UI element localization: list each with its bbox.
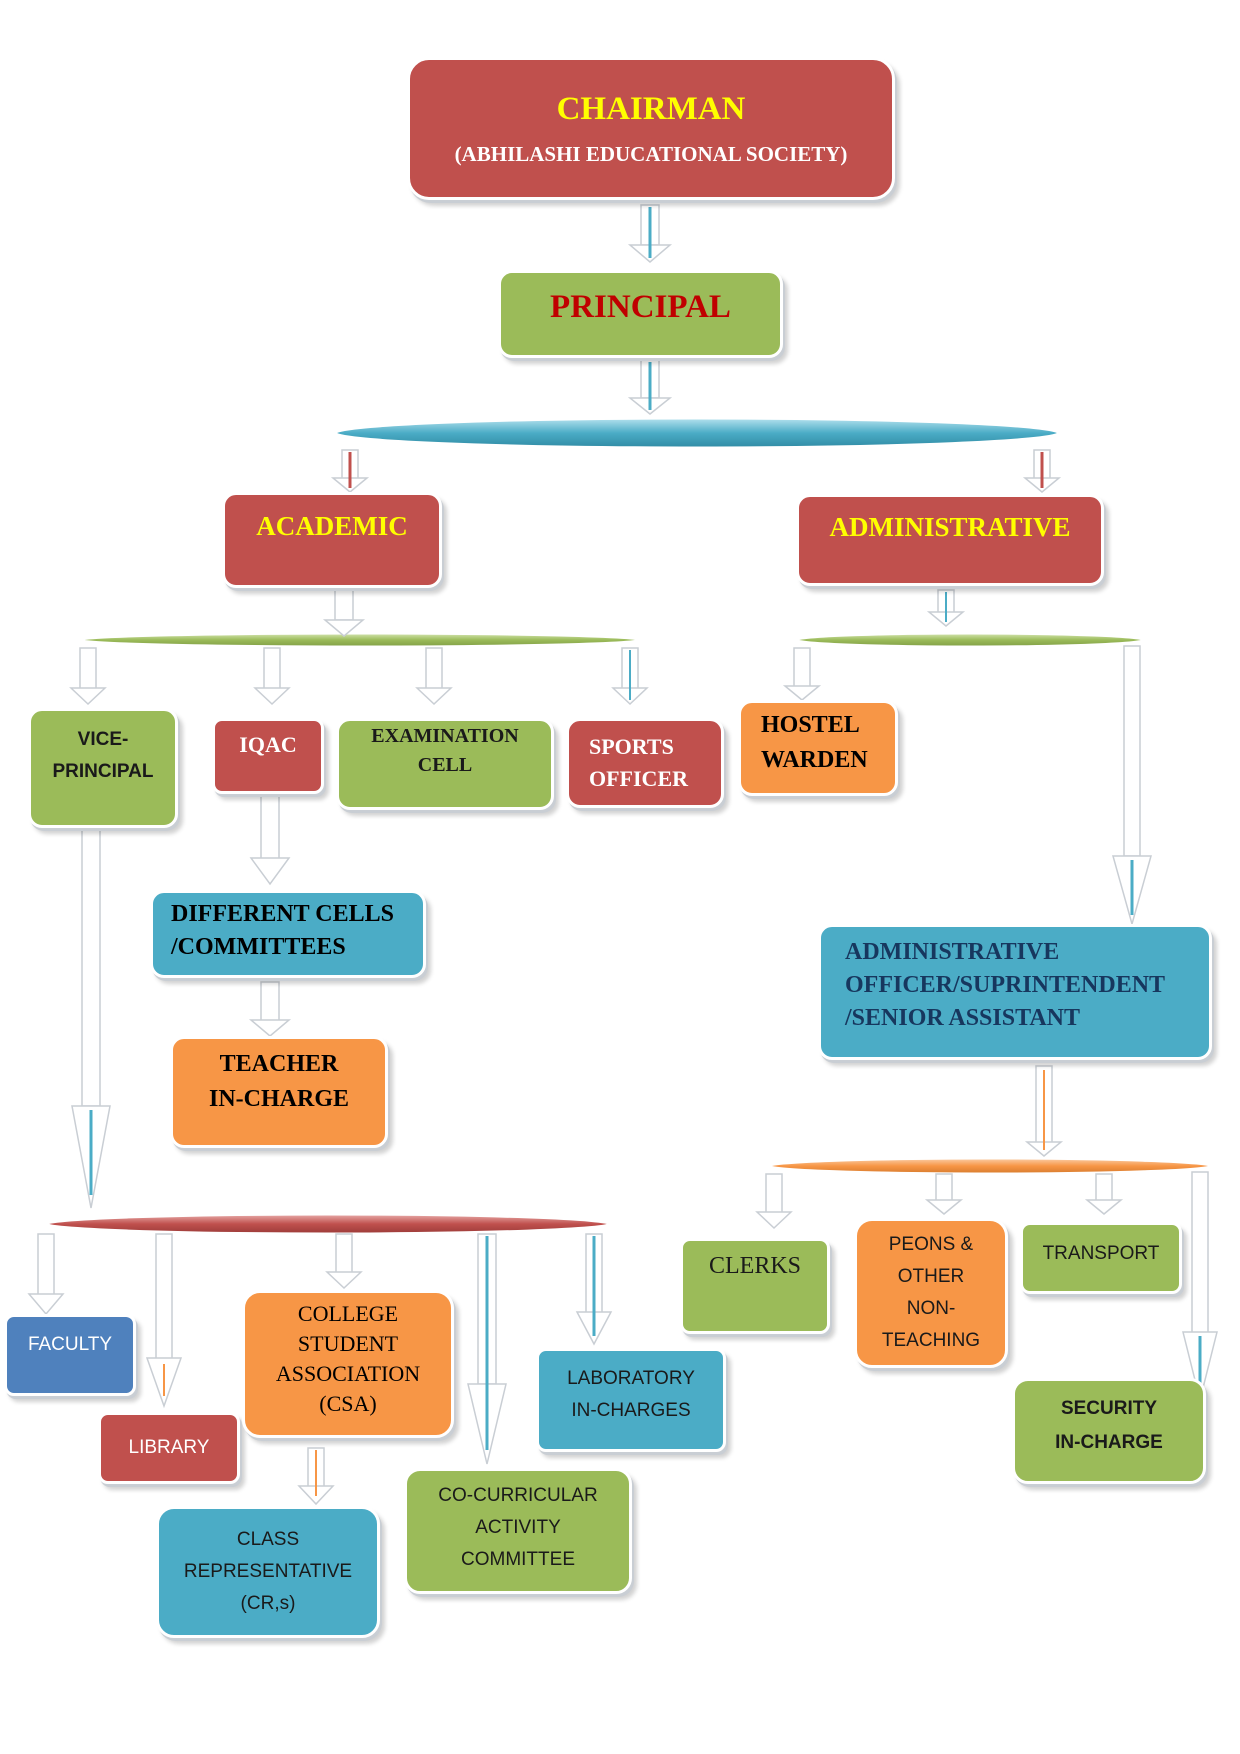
class-rep-line1: CLASS xyxy=(236,1529,300,1550)
academic-split-bar xyxy=(76,631,644,649)
principal-box: PRINCIPAL xyxy=(498,270,783,358)
teacher-incharge-box: TEACHER IN-CHARGE xyxy=(170,1036,388,1148)
class-rep-line2: REPRESENTATIVE xyxy=(183,1561,353,1582)
arrow-to-security xyxy=(1182,1171,1218,1401)
chairman-title: CHAIRMAN xyxy=(556,90,746,127)
peons-line4: TEACHING xyxy=(881,1330,981,1351)
arrow-to-clerks xyxy=(755,1173,793,1230)
class-rep-box: CLASS REPRESENTATIVE (CR,s) xyxy=(156,1506,380,1638)
csa-box: COLLEGE STUDENT ASSOCIATION (CSA) xyxy=(242,1290,454,1438)
iqac-title: IQAC xyxy=(239,732,297,757)
sports-officer-line2: OFFICER xyxy=(589,766,688,791)
co-curricular-line2: ACTIVITY xyxy=(475,1517,561,1538)
lab-incharges-line2: IN-CHARGES xyxy=(571,1400,691,1421)
arrow-cells-teacher xyxy=(248,981,292,1037)
vice-principal-split-bar xyxy=(44,1212,612,1236)
faculty-title: FACULTY xyxy=(27,1334,113,1355)
arrow-bar-academic xyxy=(330,449,370,493)
arrow-administrative-bar xyxy=(926,589,966,627)
security-line1: SECURITY xyxy=(1060,1398,1158,1419)
arrow-chairman-principal xyxy=(627,204,673,263)
lab-incharges-box: LABORATORY IN-CHARGES xyxy=(536,1348,726,1452)
sports-officer-box: SPORTS OFFICER xyxy=(566,718,724,808)
examination-cell-box: EXAMINATION CELL xyxy=(336,718,554,810)
vice-principal-box: VICE- PRINCIPAL xyxy=(28,708,178,828)
arrows xyxy=(27,204,1218,1506)
vice-principal-line2: PRINCIPAL xyxy=(52,761,154,782)
arrow-to-csa xyxy=(325,1233,363,1290)
academic-title: ACADEMIC xyxy=(256,510,408,541)
hostel-warden-line2: WARDEN xyxy=(761,747,868,773)
administrative-box: ADMINISTRATIVE xyxy=(796,494,1104,586)
csa-line3: ASSOCIATION xyxy=(275,1361,421,1386)
teacher-incharge-line2: IN-CHARGE xyxy=(208,1086,349,1112)
arrow-to-lab-incharges xyxy=(575,1233,613,1346)
arrow-csa-class-rep xyxy=(297,1447,335,1506)
co-curricular-line1: CO-CURRICULAR xyxy=(438,1485,598,1506)
co-curricular-line3: COMMITTEE xyxy=(461,1549,575,1570)
administrative-title: ADMINISTRATIVE xyxy=(829,511,1071,542)
peons-line2: OTHER xyxy=(897,1266,965,1287)
arrow-to-iqac xyxy=(253,647,291,706)
peons-line1: PEONS & xyxy=(888,1234,974,1255)
arrow-to-peons xyxy=(924,1173,964,1215)
hostel-warden-line1: HOSTEL xyxy=(761,712,860,738)
arrow-principal-bar xyxy=(627,359,673,415)
teacher-incharge-line1: TEACHER xyxy=(219,1051,339,1077)
security-box: SECURITY IN-CHARGE xyxy=(1012,1378,1206,1484)
clerks-title: CLERKS xyxy=(708,1252,801,1279)
admin-split-bar xyxy=(793,631,1147,649)
lab-incharges-line1: LABORATORY xyxy=(567,1368,695,1389)
academic-box: ACADEMIC xyxy=(222,492,442,588)
admin-officer-box: ADMINISTRATIVE OFFICER/SUPRINTENDENT /SE… xyxy=(818,924,1212,1060)
iqac-box: IQAC xyxy=(212,718,324,794)
vice-principal-line1: VICE- xyxy=(77,729,129,750)
different-cells-box: DIFFERENT CELLS /COMMITTEES xyxy=(150,890,426,978)
admin-officer-split-bar xyxy=(766,1156,1214,1176)
different-cells-line2: /COMMITTEES xyxy=(171,934,346,960)
arrow-iqac-different-cells xyxy=(249,795,291,886)
peons-box: PEONS & OTHER NON- TEACHING xyxy=(854,1218,1008,1368)
library-title: LIBRARY xyxy=(128,1437,210,1458)
examination-cell-line1: EXAMINATION xyxy=(371,725,519,747)
transport-box: TRANSPORT xyxy=(1020,1222,1182,1294)
examination-cell-line2: CELL xyxy=(417,754,473,776)
csa-line2: STUDENT xyxy=(297,1331,399,1356)
arrow-to-admin-officer xyxy=(1112,645,1152,927)
sports-officer-line1: SPORTS xyxy=(589,734,674,759)
chairman-box: CHAIRMAN (ABHILASHI EDUCATIONAL SOCIETY) xyxy=(407,57,895,200)
chairman-subtitle: (ABHILASHI EDUCATIONAL SOCIETY) xyxy=(454,141,848,166)
admin-officer-line2: OFFICER/SUPRINTENDENT xyxy=(845,971,1166,998)
class-rep-line3: (CR,s) xyxy=(240,1593,296,1614)
arrow-to-faculty xyxy=(27,1233,65,1316)
arrow-to-examination-cell xyxy=(415,647,453,706)
different-cells-line1: DIFFERENT CELLS xyxy=(171,901,394,927)
co-curricular-box: CO-CURRICULAR ACTIVITY COMMITTEE xyxy=(404,1468,632,1594)
principal-title: PRINCIPAL xyxy=(550,288,731,325)
clerks-box: CLERKS xyxy=(680,1238,830,1334)
arrow-to-vice-principal xyxy=(69,647,107,706)
csa-line1: COLLEGE xyxy=(297,1301,399,1326)
arrow-to-co-curricular xyxy=(467,1233,507,1465)
arrow-vice-principal-bar xyxy=(71,785,111,1209)
main-split-bar xyxy=(333,416,1061,450)
admin-officer-line3: /SENIOR ASSISTANT xyxy=(845,1004,1080,1031)
admin-officer-line1: ADMINISTRATIVE xyxy=(845,938,1060,965)
arrow-to-transport xyxy=(1084,1173,1124,1215)
hostel-warden-box: HOSTEL WARDEN xyxy=(738,700,898,796)
library-box: LIBRARY xyxy=(98,1412,240,1484)
csa-line4: (CSA) xyxy=(319,1391,377,1416)
security-line2: IN-CHARGE xyxy=(1055,1432,1163,1453)
arrow-academic-bar xyxy=(322,589,366,637)
peons-line3: NON- xyxy=(906,1298,956,1319)
faculty-box: FACULTY xyxy=(4,1314,136,1396)
arrow-to-sports-officer xyxy=(611,647,649,706)
arrow-bar-administrative xyxy=(1022,449,1062,493)
arrow-admin-officer-bar xyxy=(1024,1065,1064,1157)
transport-title: TRANSPORT xyxy=(1042,1243,1160,1264)
arrow-to-hostel-warden xyxy=(782,647,822,701)
arrow-to-library xyxy=(145,1233,183,1409)
